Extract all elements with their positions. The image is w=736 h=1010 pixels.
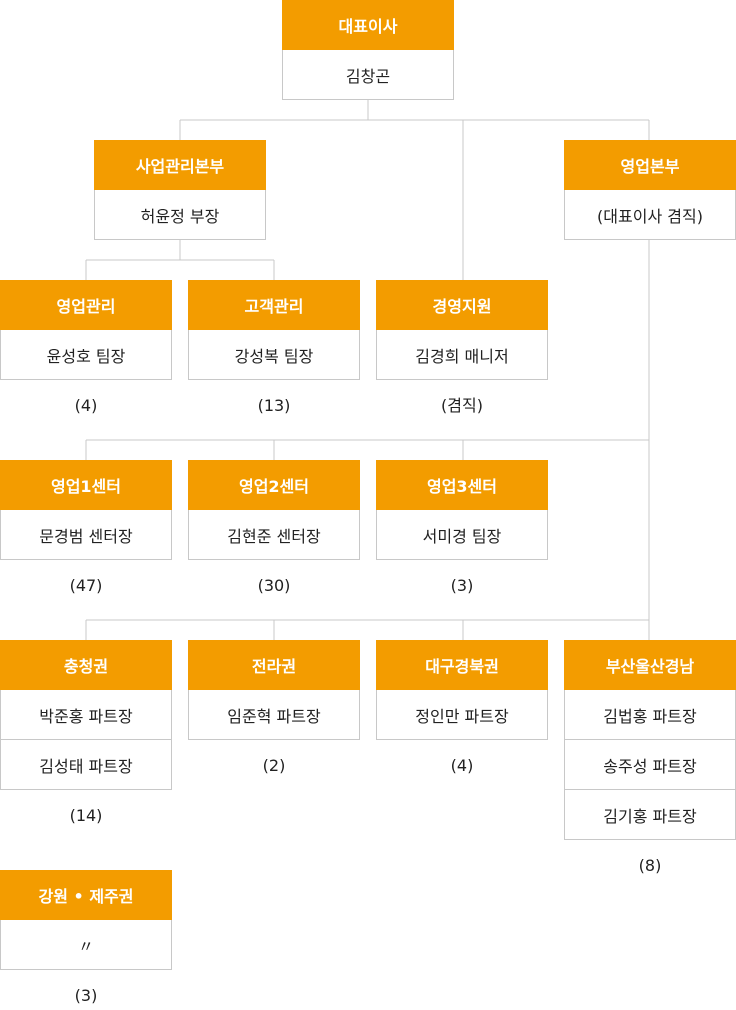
node-center2: 영업2센터 김현준 센터장 — [188, 460, 360, 560]
node-jeolla-count: (2) — [262, 756, 286, 775]
node-support: 경영지원 김경희 매니저 — [376, 280, 548, 380]
node-daegu: 대구경북권 정인만 파트장 — [376, 640, 548, 740]
node-center2-title: 영업2센터 — [188, 460, 360, 510]
node-support-member: 김경희 매니저 — [376, 330, 548, 380]
node-jeolla-title: 전라권 — [188, 640, 360, 690]
node-jeolla: 전라권 임준혁 파트장 — [188, 640, 360, 740]
node-center2-count: (30) — [257, 576, 291, 595]
node-center1-title: 영업1센터 — [0, 460, 172, 510]
node-sales-mgmt-member: 윤성호 팀장 — [0, 330, 172, 380]
node-bizmgmt-member: 허윤정 부장 — [94, 190, 266, 240]
node-center3: 영업3센터 서미경 팀장 — [376, 460, 548, 560]
node-bizmgmt-title: 사업관리본부 — [94, 140, 266, 190]
node-chungcheong: 충청권 박준홍 파트장 김성태 파트장 — [0, 640, 172, 790]
node-center1-member: 문경범 센터장 — [0, 510, 172, 560]
node-busan-member: 김기홍 파트장 — [564, 790, 736, 840]
node-center3-title: 영업3센터 — [376, 460, 548, 510]
node-ceo: 대표이사 김창곤 — [282, 0, 454, 100]
node-gangwon-member: 〃 — [0, 920, 172, 970]
node-chungcheong-title: 충청권 — [0, 640, 172, 690]
node-center3-member: 서미경 팀장 — [376, 510, 548, 560]
node-center1: 영업1센터 문경범 센터장 — [0, 460, 172, 560]
node-busan-member: 송주성 파트장 — [564, 740, 736, 790]
node-customer-mgmt-title: 고객관리 — [188, 280, 360, 330]
node-daegu-title: 대구경북권 — [376, 640, 548, 690]
node-gangwon-count: (3) — [74, 986, 98, 1005]
node-sales-mgmt: 영업관리 윤성호 팀장 — [0, 280, 172, 380]
node-chungcheong-member: 김성태 파트장 — [0, 740, 172, 790]
node-daegu-member: 정인만 파트장 — [376, 690, 548, 740]
node-center3-count: (3) — [450, 576, 474, 595]
node-chungcheong-count: (14) — [69, 806, 103, 825]
node-ceo-member: 김창곤 — [282, 50, 454, 100]
node-center1-count: (47) — [69, 576, 103, 595]
node-gangwon: 강원 • 제주권 〃 — [0, 870, 172, 970]
node-sales-hq-member: (대표이사 겸직) — [564, 190, 736, 240]
node-center2-member: 김현준 센터장 — [188, 510, 360, 560]
node-chungcheong-member: 박준홍 파트장 — [0, 690, 172, 740]
node-gangwon-title: 강원 • 제주권 — [0, 870, 172, 920]
node-busan-count: (8) — [638, 856, 662, 875]
node-customer-mgmt-member: 강성복 팀장 — [188, 330, 360, 380]
node-customer-mgmt-count: (13) — [257, 396, 291, 415]
node-ceo-title: 대표이사 — [282, 0, 454, 50]
node-busan: 부산울산경남 김법홍 파트장 송주성 파트장 김기홍 파트장 — [564, 640, 736, 840]
node-customer-mgmt: 고객관리 강성복 팀장 — [188, 280, 360, 380]
node-sales-hq: 영업본부 (대표이사 겸직) — [564, 140, 736, 240]
node-busan-member: 김법홍 파트장 — [564, 690, 736, 740]
node-daegu-count: (4) — [450, 756, 474, 775]
node-bizmgmt: 사업관리본부 허윤정 부장 — [94, 140, 266, 240]
node-sales-hq-title: 영업본부 — [564, 140, 736, 190]
node-support-title: 경영지원 — [376, 280, 548, 330]
node-jeolla-member: 임준혁 파트장 — [188, 690, 360, 740]
node-sales-mgmt-count: (4) — [74, 396, 98, 415]
node-support-count: (겸직) — [441, 396, 483, 415]
node-sales-mgmt-title: 영업관리 — [0, 280, 172, 330]
node-busan-title: 부산울산경남 — [564, 640, 736, 690]
